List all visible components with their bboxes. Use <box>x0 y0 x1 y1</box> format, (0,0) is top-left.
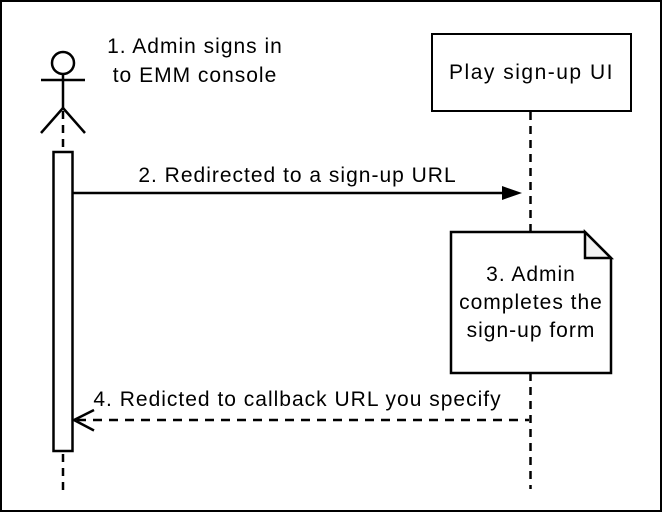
note-shape <box>449 228 615 375</box>
play-ui-participant-label: Play sign-up UI <box>449 60 614 84</box>
note-outline <box>449 230 613 375</box>
message-2-label: 2. Redirected to a sign-up URL <box>138 164 457 187</box>
step3-note-line3: sign-up form <box>466 318 596 342</box>
actor-right-leg <box>62 107 86 134</box>
step3-note-line1: 3. Admin <box>486 262 576 286</box>
step1-label: 1. Admin signs in to EMM console <box>100 32 290 90</box>
admin-actor-icon <box>40 50 86 134</box>
actor-head <box>50 50 76 76</box>
actor-left-leg <box>40 107 64 134</box>
message-2-arrow <box>73 186 522 200</box>
message-2-arrowhead-icon <box>502 186 522 200</box>
admin-activation-bar <box>52 150 74 453</box>
play-ui-participant-box: Play sign-up UI <box>431 33 632 112</box>
step1-label-line1: 1. Admin signs in <box>107 35 283 58</box>
step3-note-text: 3. Admin completes the sign-up form <box>451 232 611 373</box>
message-4-arrow <box>71 408 529 432</box>
step3-note-line2: completes the <box>459 290 603 314</box>
note-folded-corner-icon <box>583 228 615 260</box>
step1-label-line2: to EMM console <box>112 64 278 87</box>
message-4-label: 4. Redicted to callback URL you specify <box>93 388 502 411</box>
message-4-open-arrowhead-icon <box>71 408 95 432</box>
